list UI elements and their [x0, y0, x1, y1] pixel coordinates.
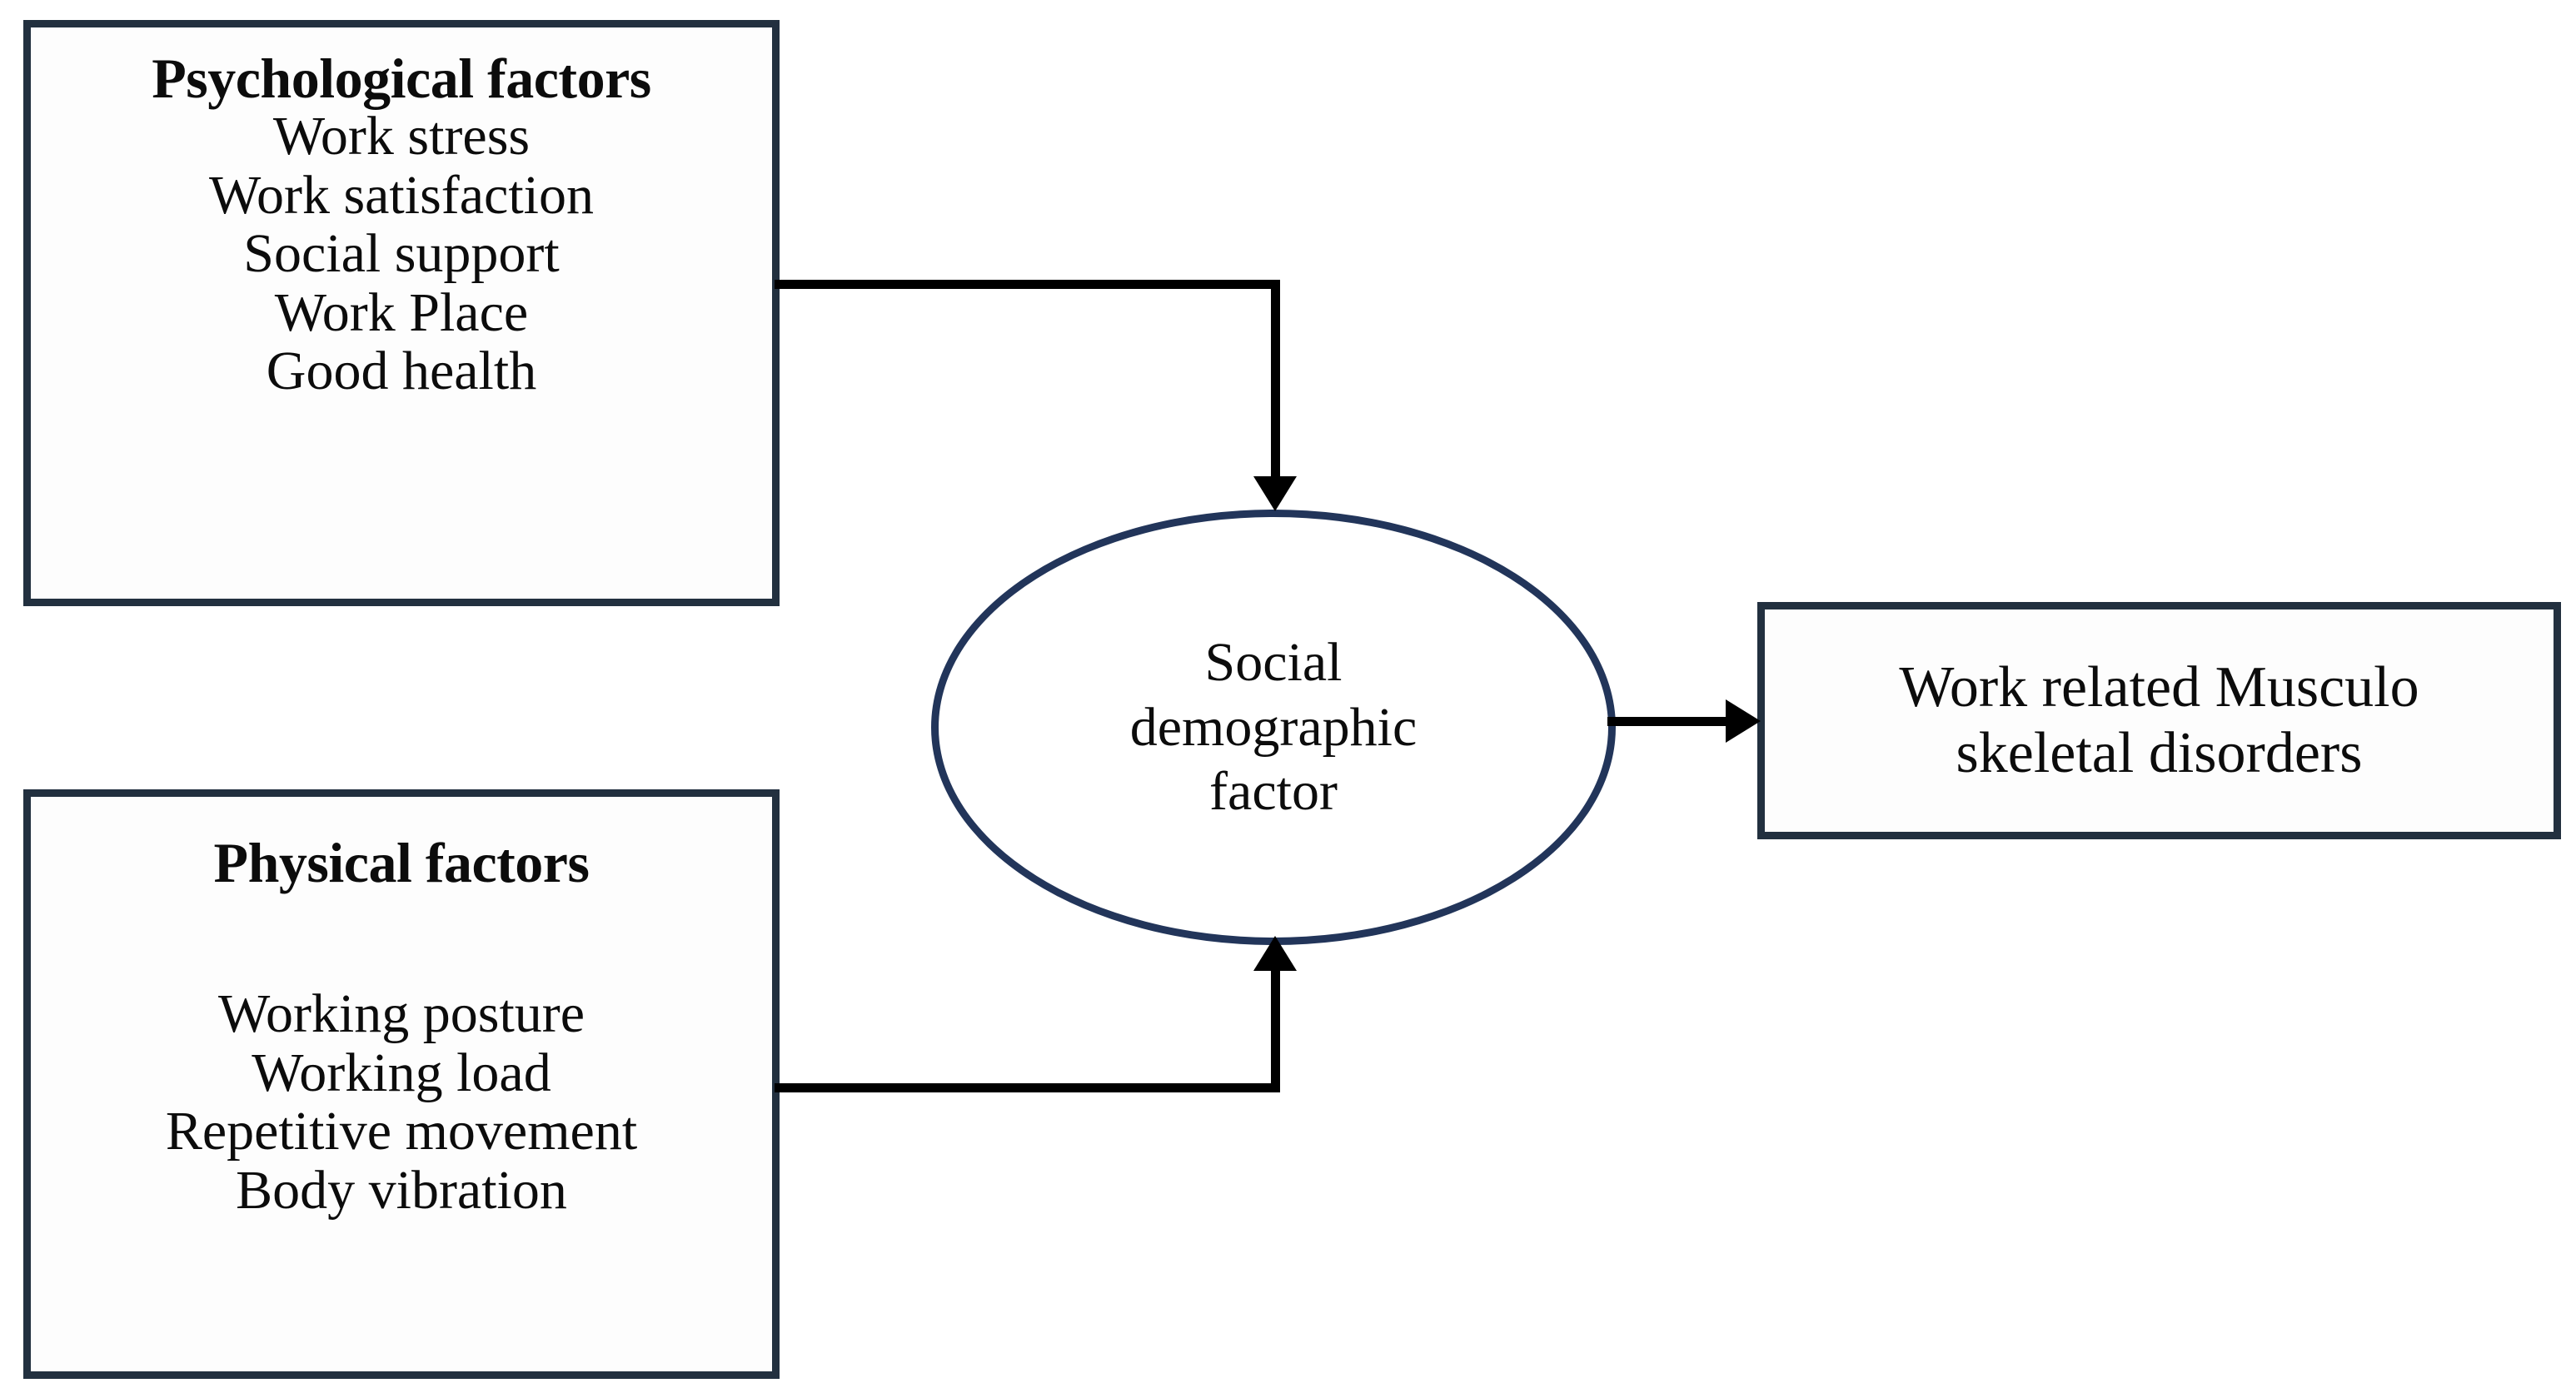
arrowhead-right-icon — [1726, 699, 1761, 743]
node-physical-factors[interactable]: Physical factors Working posture Working… — [23, 789, 780, 1379]
arrowhead-down-icon — [1253, 476, 1297, 511]
psychological-factors-item-4: Good health — [266, 341, 537, 402]
psychological-factors-item-1: Work satisfaction — [208, 164, 595, 226]
psychological-factors-item-0: Work stress — [272, 106, 531, 167]
node-work-related-musculoskeletal-disorders[interactable]: Work related Musculo skeletal disorders — [1757, 602, 2561, 839]
edge-mediator-to-outcome-horizontal — [1607, 717, 1734, 726]
social-demographic-factor-label: Social demographic factor — [1129, 631, 1418, 823]
edge-physical-to-mediator-horizontal — [775, 1083, 1280, 1092]
psychological-factors-item-3: Work Place — [274, 281, 529, 343]
physical-factors-item-1: Working load — [252, 1042, 551, 1103]
node-social-demographic-factor[interactable]: Social demographic factor — [931, 510, 1616, 945]
outcome-line-1: skeletal disorders — [1956, 720, 2363, 785]
node-psychological-factors[interactable]: Psychological factors Work stress Work s… — [23, 20, 780, 606]
psychological-factors-item-2: Social support — [243, 223, 560, 285]
physical-factors-item-3: Body vibration — [236, 1159, 567, 1221]
edge-physical-to-mediator-vertical — [1271, 968, 1280, 1087]
edge-psychological-to-mediator-horizontal — [775, 280, 1280, 289]
outcome-line-0: Work related Musculo — [1899, 655, 2419, 720]
edge-psychological-to-mediator-vertical — [1271, 280, 1280, 481]
arrowhead-up-icon — [1253, 936, 1297, 971]
physical-factors-item-0: Working posture — [217, 983, 585, 1045]
physical-factors-item-2: Repetitive movement — [165, 1101, 638, 1162]
psychological-factors-title: Psychological factors — [152, 47, 651, 110]
physical-factors-title: Physical factors — [213, 831, 590, 894]
